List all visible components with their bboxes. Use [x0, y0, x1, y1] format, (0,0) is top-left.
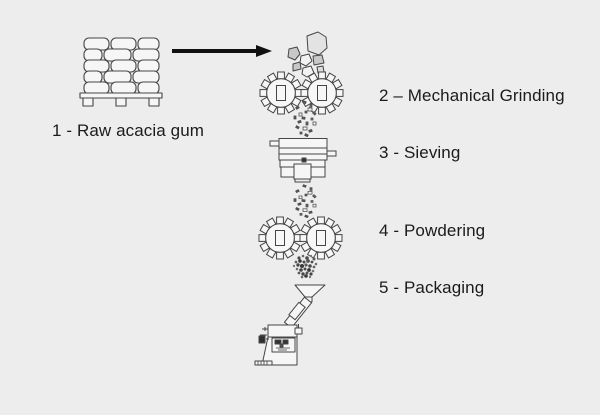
- sieving-machine-graphic: [269, 138, 337, 183]
- step-2-label: 2 – Mechanical Grinding: [379, 86, 565, 105]
- step-5-label: 5 - Packaging: [379, 278, 485, 297]
- step-1-label: 1 - Raw acacia gum: [52, 121, 205, 140]
- rock-fragments-icon: [280, 30, 340, 82]
- packaging-machine-icon: [252, 281, 332, 368]
- sieving-machine-icon: [265, 138, 337, 185]
- powder-pile-graphic: [292, 254, 318, 279]
- step-4-label: 4 - Powdering: [379, 221, 486, 240]
- falling-particles-icon: [290, 100, 320, 137]
- sack-stack-graphic: [79, 37, 163, 107]
- falling-particles-graphic: [293, 184, 317, 218]
- powder-pile-icon: [290, 253, 322, 280]
- packaging-machine-graphic: [254, 284, 326, 366]
- flow-arrow-graphic: [172, 45, 272, 57]
- rock-fragments-graphic: [287, 31, 328, 78]
- sack-stack-icon: [76, 26, 166, 108]
- step-3-label: 3 - Sieving: [379, 143, 461, 162]
- falling-particles-icon: [290, 184, 320, 218]
- falling-particles-graphic: [293, 100, 317, 137]
- flow-arrow-icon: [171, 43, 273, 59]
